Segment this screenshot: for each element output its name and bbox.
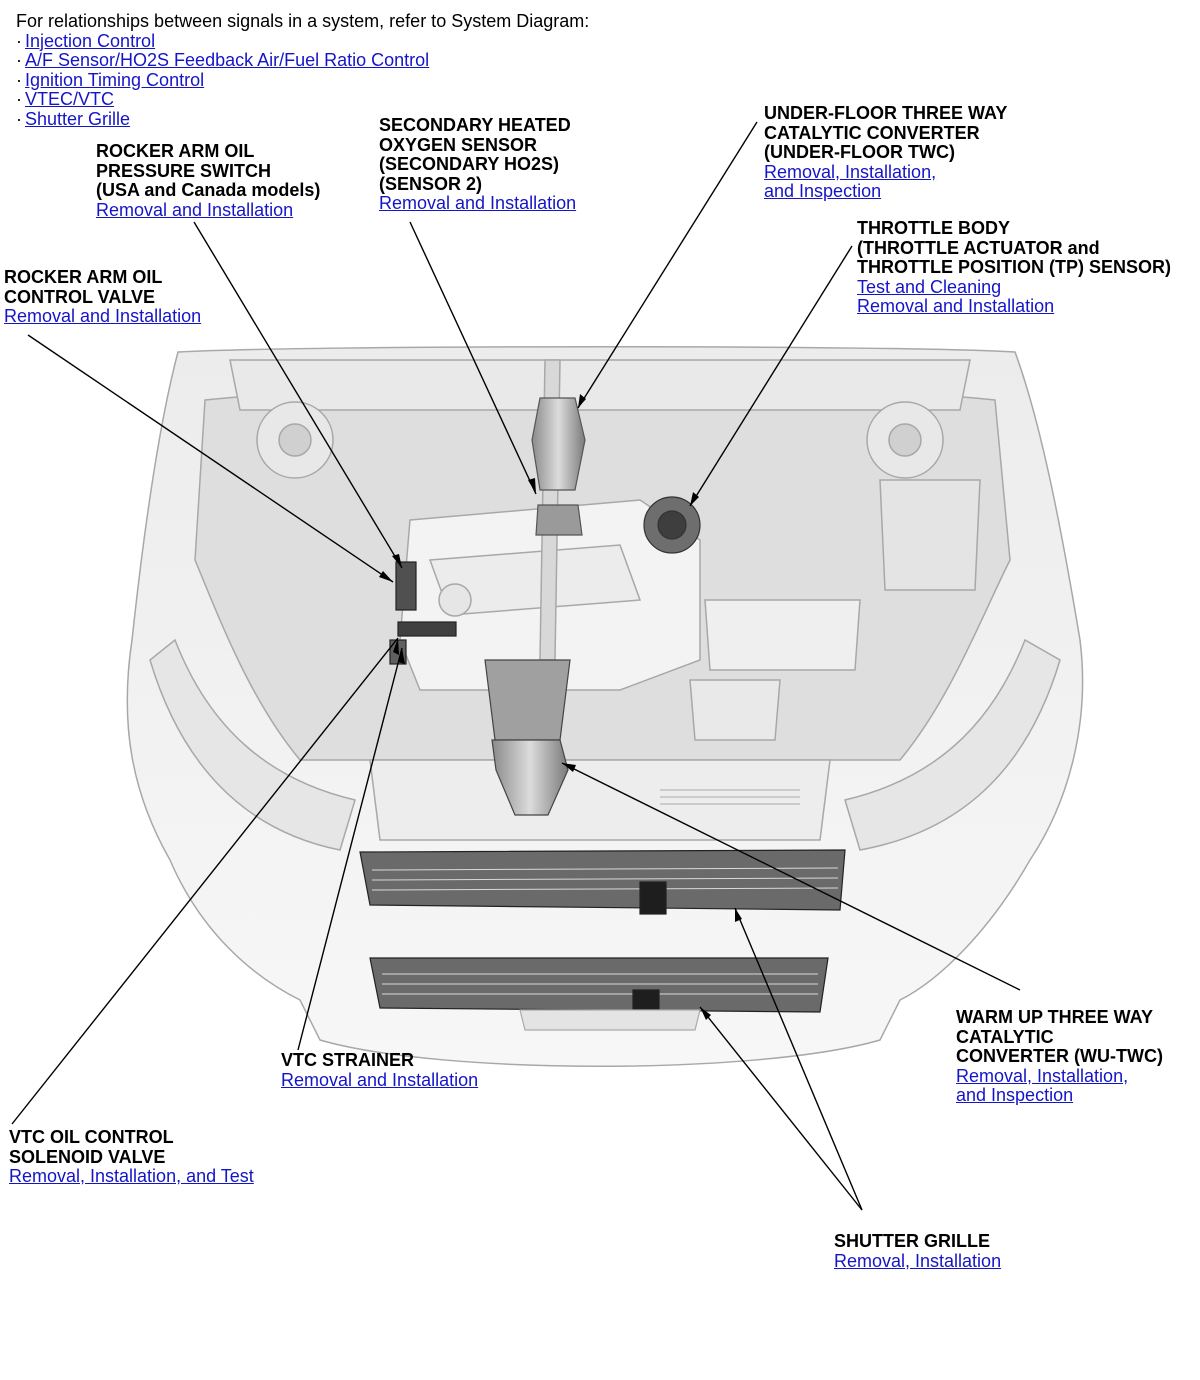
intro-text: For relationships between signals in a s… [16,11,590,31]
arrowhead [735,908,742,922]
link-vtc-solenoid-removal-test[interactable]: Removal, Installation, and Test [9,1166,254,1187]
callout-title-line: (UNDER-FLOOR TWC) [764,142,955,163]
link-wu-twc-inspection[interactable]: and Inspection [956,1085,1074,1106]
leader-lines [11,121,1021,1211]
callout-title-line: (SENSOR 2) [379,173,483,194]
link-secondary-ho2s-removal[interactable]: Removal and Installation [379,193,577,214]
leader-vtc-strainer [297,647,403,1051]
leader-shutter-lower [699,1006,863,1211]
link-injection-control[interactable]: Injection Control [25,30,156,51]
callout-title-line: WARM UP THREE WAY [956,1007,1154,1027]
bullet: · [16,30,22,51]
system-diagram-references: For relationships between signals in a s… [16,11,590,130]
arrowhead [690,492,699,506]
callout-wu-twc: WARM UP THREE WAY CATALYTIC CONVERTER (W… [956,1007,1163,1106]
callout-shutter-grille: SHUTTER GRILLE Removal, Installation [834,1231,1002,1271]
leader-wu-twc [561,762,1021,991]
leader-rocker-valve [27,334,394,583]
leader-underfloor-twc [577,121,758,409]
arrowhead [393,638,399,655]
callout-title-line: (USA and Canada models) [96,180,321,201]
throttle-body-part [643,496,701,554]
callout-title-line: SECONDARY HEATED [379,115,571,135]
callout-title-line: THROTTLE BODY [857,218,1010,238]
leader-rocker-switch [193,221,403,569]
leader-throttle-body [689,245,853,507]
callout-title-line: VTC STRAINER [281,1050,415,1070]
link-underfloor-twc-inspection[interactable]: and Inspection [764,181,882,202]
callout-title-line: CONTROL VALVE [4,286,156,307]
callout-title-line: PRESSURE SWITCH [96,160,272,181]
callout-rocker-arm-oil-pressure-switch: ROCKER ARM OIL PRESSURE SWITCH (USA and … [96,141,321,220]
link-rocker-switch-removal[interactable]: Removal and Installation [96,199,294,220]
link-vtc-strainer-removal[interactable]: Removal and Installation [281,1069,479,1090]
leader-vtc-solenoid [11,637,399,1125]
callout-vtc-oil-control-solenoid: VTC OIL CONTROL SOLENOID VALVE Removal, … [9,1127,254,1187]
callout-vtc-strainer: VTC STRAINER Removal and Installation [281,1050,479,1090]
callout-title-line: SHUTTER GRILLE [834,1231,990,1251]
link-underfloor-twc-removal[interactable]: Removal, Installation, [764,161,937,182]
underfloor-twc-part [531,397,586,536]
link-rocker-valve-removal[interactable]: Removal and Installation [4,306,202,327]
callout-throttle-body: THROTTLE BODY (THROTTLE ACTUATOR and THR… [857,218,1171,317]
bullet: · [16,108,22,129]
arrowhead [392,554,402,568]
link-shutter-grille-removal[interactable]: Removal, Installation [834,1250,1002,1271]
bullet: · [16,89,22,110]
callout-title-line: VTC OIL CONTROL [9,1127,174,1147]
callout-rocker-arm-oil-control-valve: ROCKER ARM OIL CONTROL VALVE Removal and… [4,267,202,327]
callout-title-line: CATALYTIC [956,1026,1054,1047]
callout-secondary-ho2s: SECONDARY HEATED OXYGEN SENSOR (SECONDAR… [379,115,577,214]
arrowhead [528,478,536,494]
callout-title-line: UNDER-FLOOR THREE WAY [764,103,1008,123]
link-wu-twc-removal[interactable]: Removal, Installation, [956,1065,1129,1086]
callout-title-line: CATALYTIC CONVERTER [764,122,980,143]
wu-twc-part [484,659,571,816]
link-throttle-removal[interactable]: Removal and Installation [857,296,1055,317]
link-vtec-vtc[interactable]: VTEC/VTC [25,89,115,110]
callout-title-line: (THROTTLE ACTUATOR and [857,237,1100,258]
arrowhead [379,571,393,582]
callout-title-line: CONVERTER (WU-TWC) [956,1046,1163,1067]
bullet: · [16,69,22,90]
leader-secondary-ho2s [409,221,537,495]
lower-shutter-grille [369,957,829,1015]
link-throttle-test-cleaning[interactable]: Test and Cleaning [857,276,1002,297]
callout-title-line: ROCKER ARM OIL [4,267,163,287]
callout-title-line: THROTTLE POSITION (TP) SENSOR) [857,257,1171,278]
callout-underfloor-twc: UNDER-FLOOR THREE WAY CATALYTIC CONVERTE… [764,103,1008,202]
arrowhead [700,1007,711,1020]
arrowhead [562,763,576,772]
callout-title-line: ROCKER ARM OIL [96,141,255,161]
callout-title-line: SOLENOID VALVE [9,1146,166,1167]
leader-shutter-upper [734,907,863,1211]
callout-title-line: OXYGEN SENSOR [379,134,538,155]
link-shutter-grille-system[interactable]: Shutter Grille [25,108,131,129]
link-af-sensor-feedback-control[interactable]: A/F Sensor/HO2S Feedback Air/Fuel Ratio … [25,50,430,71]
callout-title-line: (SECONDARY HO2S) [379,154,560,175]
arrowhead [578,394,586,408]
link-ignition-timing-control[interactable]: Ignition Timing Control [25,69,205,90]
arrowhead [398,648,405,664]
upper-shutter-grille [359,849,846,915]
bullet: · [16,50,22,71]
